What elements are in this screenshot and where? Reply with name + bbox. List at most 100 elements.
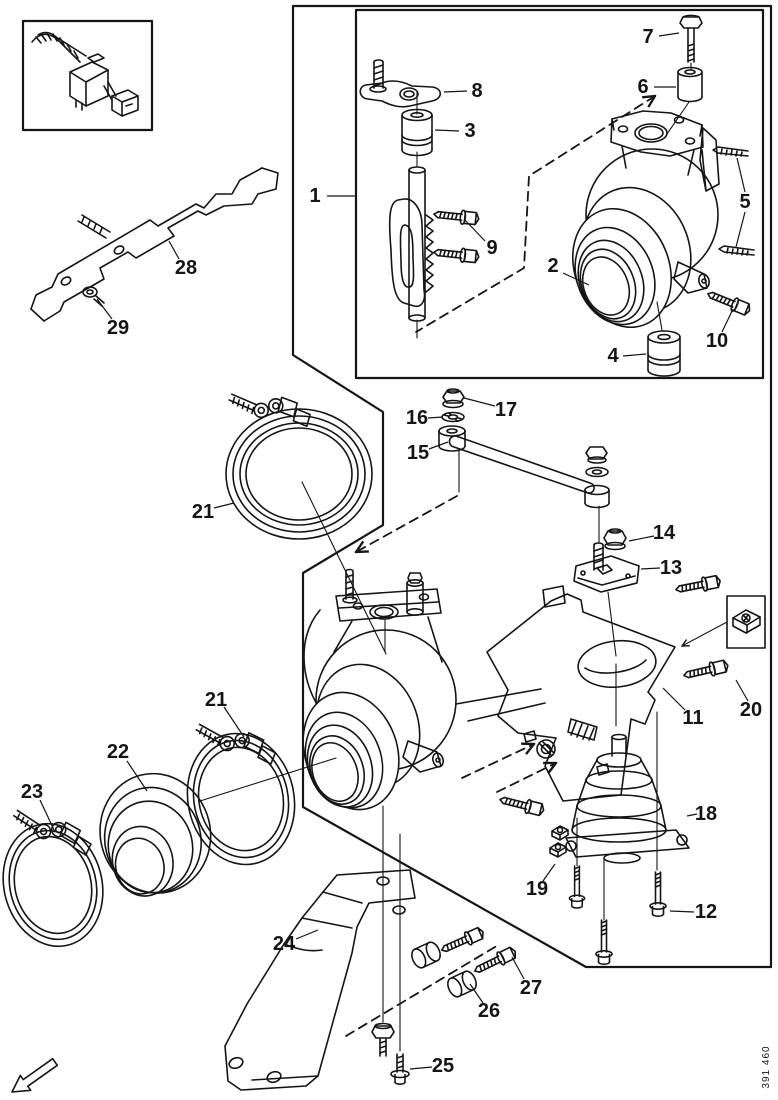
- callout-16: 16: [406, 407, 428, 429]
- callout-26: 26: [478, 1000, 500, 1022]
- callout-leader-11: [662, 687, 686, 711]
- callout-leader-19: [542, 863, 556, 882]
- callout-leader-15: [428, 441, 449, 450]
- air-pump-motor-18: [565, 663, 690, 921]
- callout-25: 25: [432, 1055, 454, 1077]
- air-pump-assembly-2: [571, 110, 720, 329]
- callout-29: 29: [107, 317, 129, 339]
- callout-14: 14: [653, 522, 676, 544]
- main-boundary-fence: [291, 4, 773, 969]
- bushings-26: [408, 939, 480, 1000]
- mounting-bracket-11: [455, 585, 676, 802]
- position-dashed-e2: [496, 763, 556, 793]
- callout-leader-9: [464, 219, 486, 242]
- callout-leader-2: [562, 272, 590, 286]
- callout-leader-23: [39, 799, 56, 833]
- bolt-25: [390, 1053, 410, 1085]
- air-pump-installed: [302, 568, 457, 811]
- callout-10: 10: [706, 330, 728, 352]
- callout-leader-24: [295, 929, 319, 940]
- callout-leader-27: [511, 956, 525, 980]
- callout-21: 21: [205, 689, 227, 711]
- support-bracket-24: [224, 805, 416, 1091]
- callout-leader-5: [736, 157, 746, 193]
- clamp-ring-23: [2, 822, 104, 948]
- callout-leader-13: [640, 567, 661, 570]
- callout-28: 28: [175, 257, 197, 279]
- callout-6: 6: [637, 76, 648, 98]
- position-dashed-line-pump: [415, 96, 655, 333]
- callout-leader-14: [628, 535, 655, 542]
- callout-leader-22: [126, 760, 148, 792]
- rubber-boot-22: [99, 772, 212, 897]
- callout-18: 18: [695, 803, 717, 825]
- bolt-7: [679, 14, 703, 71]
- washer-16: [441, 411, 465, 423]
- loose-bolt-lower: [497, 791, 547, 818]
- bushing-3: [401, 108, 433, 157]
- front-direction-arrow-icon: [11, 1057, 59, 1093]
- detail-box-item1: [354, 8, 765, 380]
- heat-shield-bracket-28: [30, 167, 279, 322]
- callout-leader-26: [469, 983, 484, 1004]
- callout-leader-8: [443, 90, 468, 93]
- callout-2: 2: [547, 255, 558, 277]
- harness-connector-drawing: [31, 31, 139, 117]
- callout-27: 27: [520, 977, 542, 999]
- callout-8: 8: [471, 80, 482, 102]
- pivot-tube-assembly: [388, 91, 434, 339]
- callout-20: 20: [740, 699, 762, 721]
- bushing-link-15: [438, 425, 610, 543]
- callout-leader-3: [434, 129, 460, 132]
- bolt-12: [568, 865, 667, 966]
- callout-7: 7: [642, 26, 653, 48]
- callout-leader-5: [735, 211, 746, 248]
- clamp-ring-21-upper: [225, 391, 387, 655]
- inset-connector-box: [21, 19, 154, 132]
- callout-leader-10: [721, 308, 734, 333]
- callout-5: 5: [739, 191, 750, 213]
- callout-15: 15: [407, 442, 429, 464]
- callout-leader-18: [686, 813, 698, 817]
- callout-leader-4: [622, 353, 647, 357]
- nut-17: [442, 388, 465, 409]
- bushing-4: [647, 301, 681, 377]
- studs-5: [712, 146, 755, 256]
- callout-leader-21: [223, 706, 245, 738]
- bolt-29: [82, 286, 105, 307]
- callout-leader-12: [669, 910, 695, 913]
- callout-12: 12: [695, 901, 717, 923]
- figure-code: 391 460: [761, 1045, 772, 1088]
- callout-1: 1: [309, 185, 320, 207]
- callout-leader-20: [735, 679, 749, 702]
- position-dashed-line-link: [356, 495, 458, 552]
- callout-3: 3: [464, 120, 475, 142]
- screw-upper-25: [371, 1022, 395, 1057]
- stud-plate-13: [573, 542, 640, 657]
- callout-23: 23: [21, 781, 43, 803]
- callout-19: 19: [526, 878, 548, 900]
- callout-4: 4: [607, 345, 619, 367]
- pivot-bracket-8: [359, 59, 442, 108]
- callout-24: 24: [273, 933, 296, 955]
- callout-22: 22: [107, 741, 129, 763]
- callout-13: 13: [660, 557, 682, 579]
- nuts-19: [549, 825, 569, 858]
- callout-leader-17: [463, 397, 496, 407]
- callout-21: 21: [192, 501, 214, 523]
- bolts-20: [673, 573, 731, 684]
- clamp-ring-21-lower: [186, 721, 337, 866]
- position-dashed-e1: [461, 744, 534, 779]
- screws-9: [432, 206, 481, 265]
- u-nut-retainer-box: [682, 595, 766, 649]
- callout-leader-21: [213, 502, 235, 509]
- position-dashed-bracket24: [345, 943, 501, 1037]
- callout-leader-16: [427, 416, 444, 419]
- callout-leader-7: [658, 32, 680, 37]
- callout-9: 9: [486, 237, 497, 259]
- bushing-6: [666, 66, 703, 135]
- bolts-27: [438, 924, 520, 979]
- callout-leader-29: [96, 298, 113, 320]
